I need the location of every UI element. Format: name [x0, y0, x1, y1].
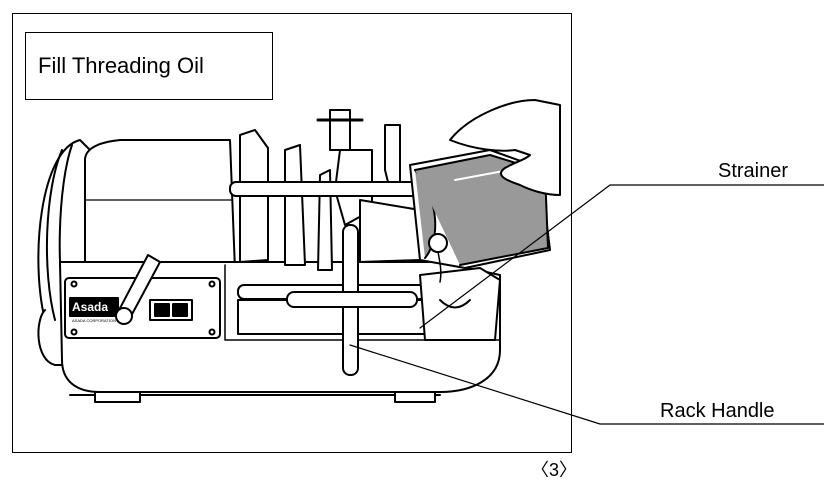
page-title: Fill Threading Oil: [38, 53, 204, 78]
motor-housing: [84, 139, 236, 271]
oil-tray: [419, 267, 501, 341]
end-cap-wheel: [37, 139, 91, 366]
strainer-label: Strainer: [718, 160, 789, 182]
switch-lever: [115, 254, 161, 325]
rack-handle-label: Rack Handle: [660, 400, 775, 422]
page-number: 〈3〉: [531, 460, 578, 480]
title-box: Fill Threading Oil: [25, 32, 273, 100]
control-panel: [64, 277, 221, 339]
strainer-leader-line: [419, 184, 824, 329]
hand: [449, 99, 561, 196]
rack-handle-shape: [286, 224, 418, 376]
brand-subtext: ASADA CORPORATION: [72, 318, 116, 323]
illustration-frame: [12, 13, 572, 453]
brand-logo-text: Asada: [72, 300, 108, 314]
rack-handle-leader-line: [349, 344, 824, 425]
